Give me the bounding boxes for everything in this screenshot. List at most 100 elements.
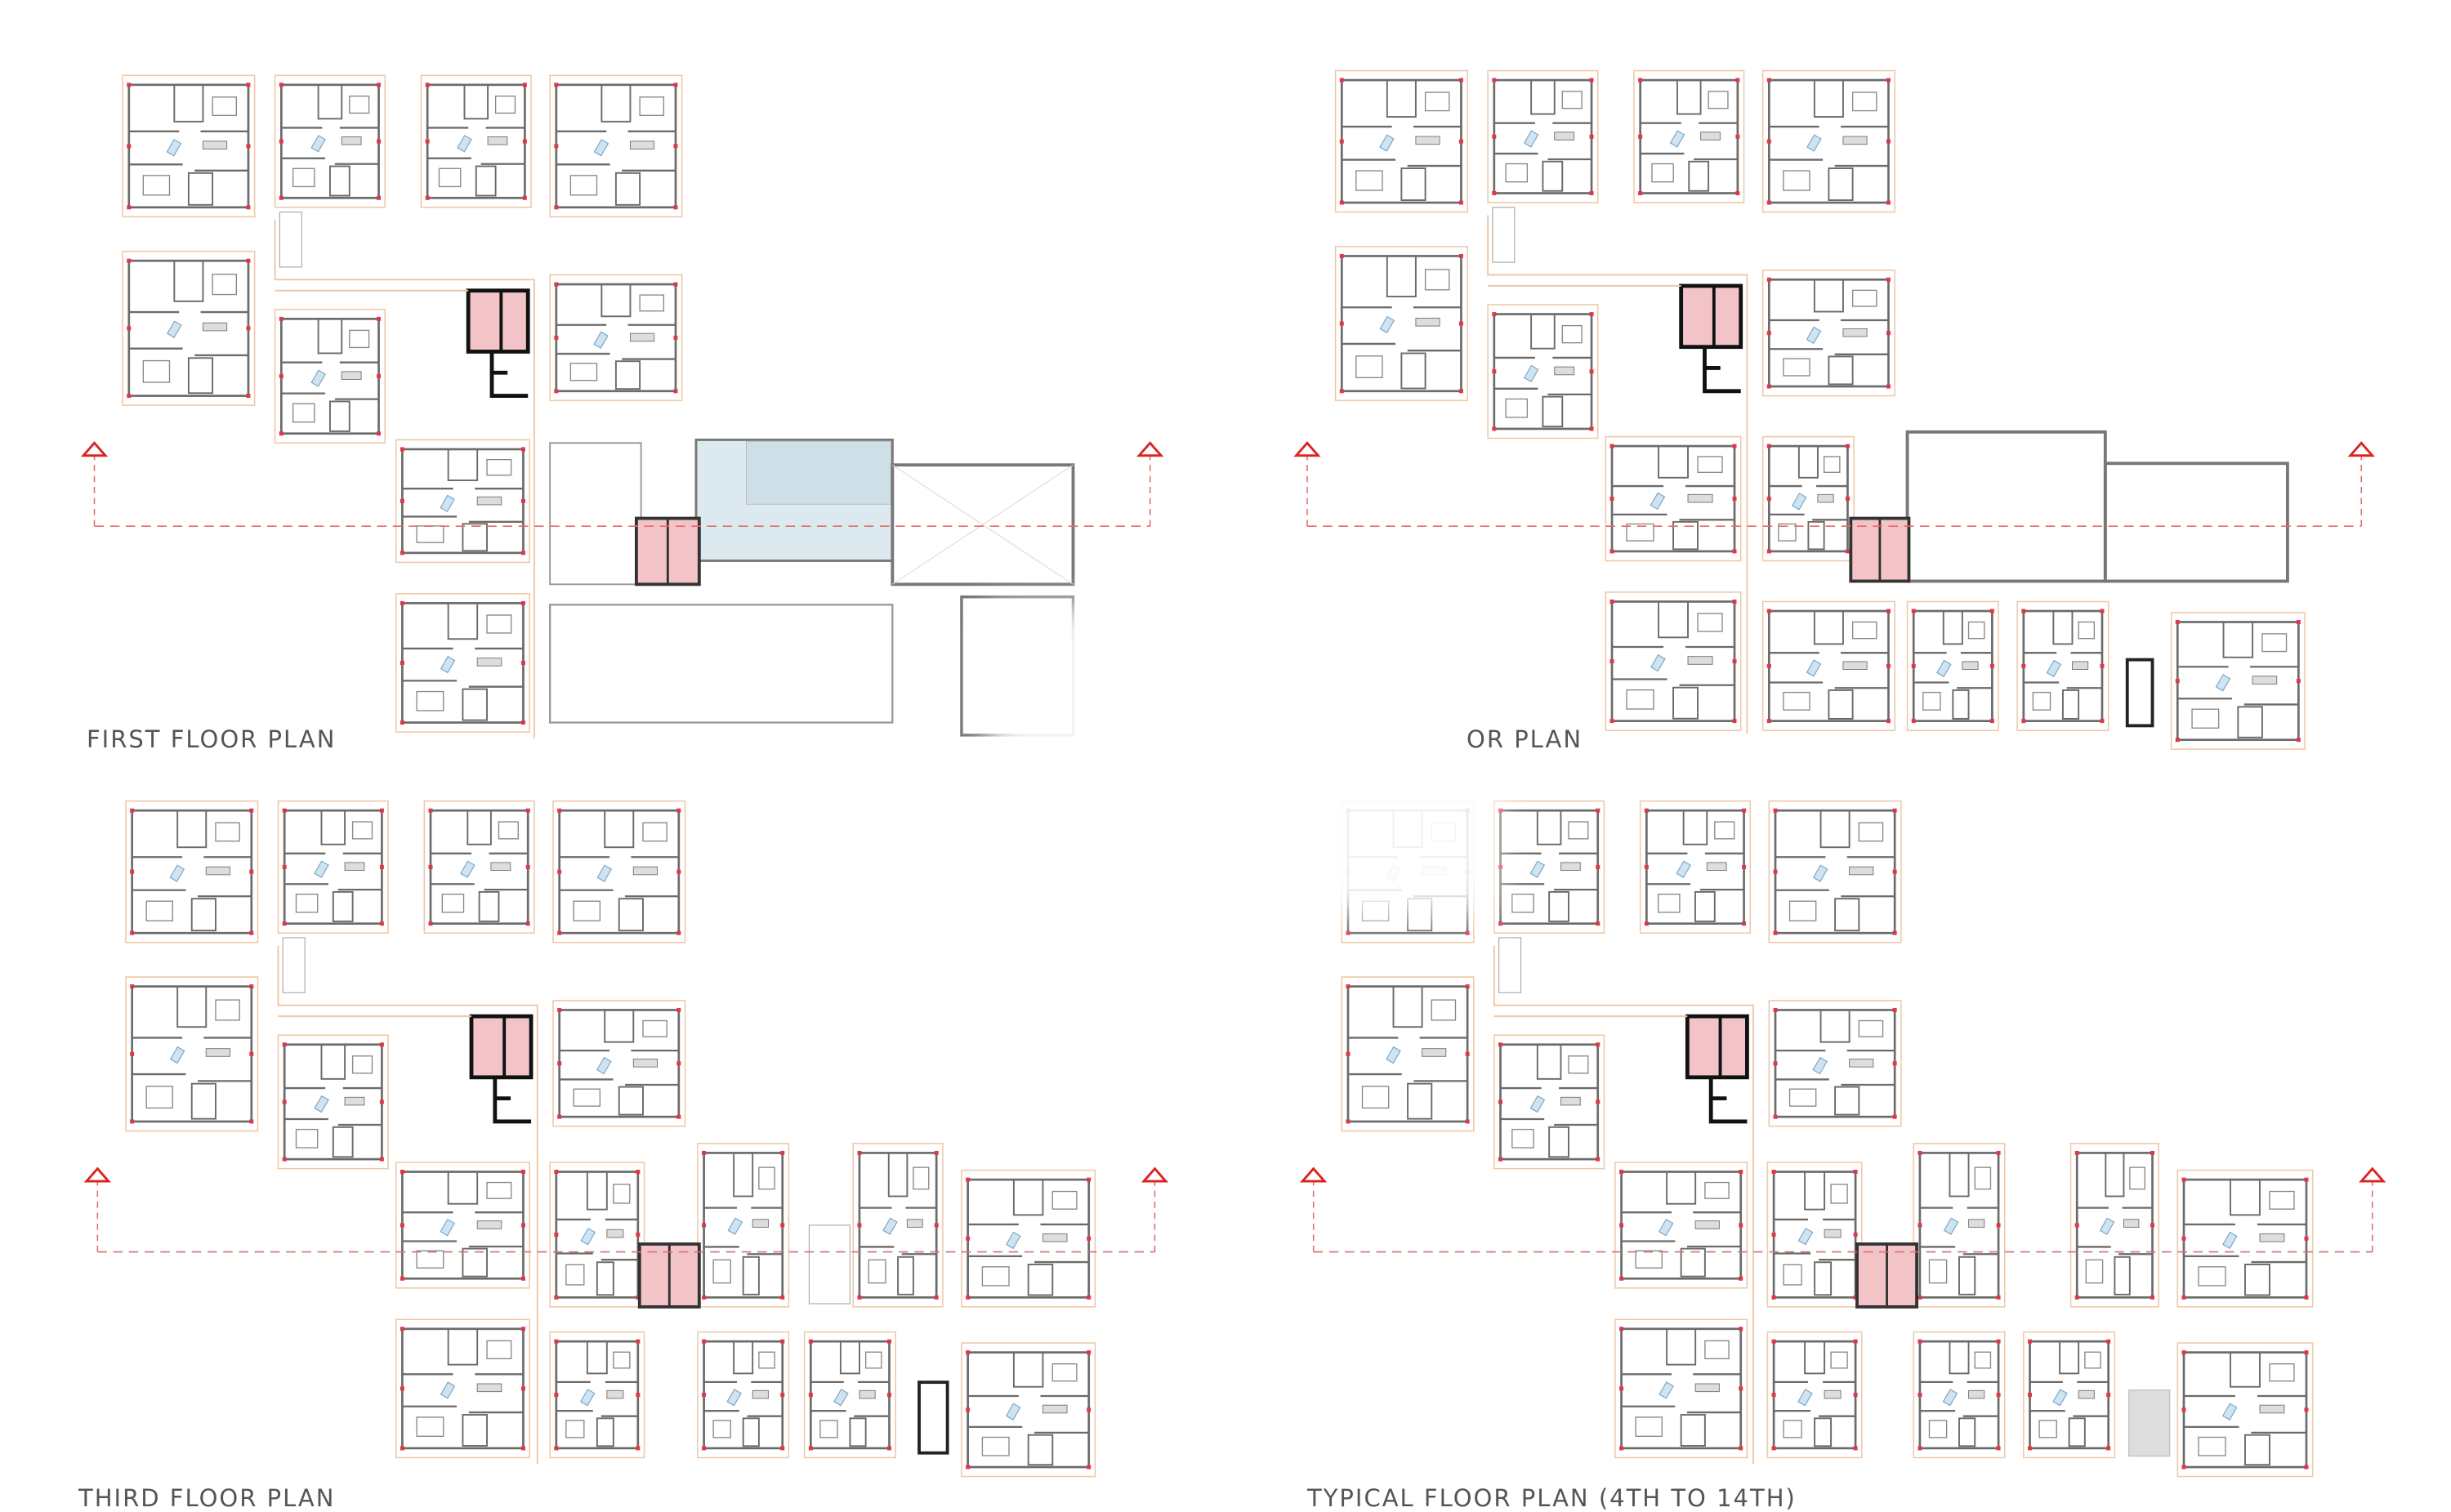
sofa-icon [1687, 656, 1713, 665]
column [1989, 609, 1994, 613]
column [636, 1393, 641, 1398]
bed-icon [1922, 691, 1941, 711]
toilet [462, 688, 488, 721]
column [520, 1169, 525, 1174]
toilet [328, 400, 350, 432]
toilet [1400, 167, 1426, 202]
bed-icon [142, 359, 171, 383]
toilet [463, 83, 489, 120]
column [379, 1042, 384, 1047]
apartment-unit [125, 976, 259, 1132]
apartment-unit [274, 309, 386, 444]
toilet [1392, 985, 1423, 1028]
bed-icon [2084, 1351, 2101, 1369]
toilet [190, 1082, 217, 1120]
column [857, 1150, 862, 1155]
column [1087, 1465, 1092, 1470]
column [522, 83, 527, 87]
column [1886, 384, 1891, 389]
toilet [1694, 890, 1716, 922]
bed-icon [351, 821, 373, 840]
column [246, 258, 251, 263]
toilet [586, 1171, 608, 1211]
apartment-unit [1614, 1318, 1748, 1459]
column [425, 195, 430, 200]
column [1458, 200, 1463, 205]
column [428, 864, 433, 869]
column [1853, 1295, 1858, 1300]
column [1732, 599, 1737, 604]
column [966, 1295, 971, 1300]
column [2181, 1350, 2186, 1355]
sofa-icon [2123, 1219, 2140, 1228]
column [1596, 808, 1601, 813]
column [1339, 321, 1344, 326]
column [1739, 1223, 1743, 1228]
column [2175, 679, 2180, 684]
column [2304, 1236, 2309, 1241]
column [1771, 1339, 1776, 1344]
column [554, 335, 559, 340]
staircase-core [493, 1077, 532, 1124]
toilet [190, 898, 217, 932]
column [1619, 1276, 1624, 1281]
column [1886, 331, 1891, 336]
column [1853, 1446, 1858, 1451]
column [1892, 930, 1897, 935]
column [554, 1339, 559, 1344]
column [1346, 1119, 1351, 1124]
table-icon [2215, 674, 2231, 692]
toilet [187, 357, 214, 395]
column [1589, 369, 1594, 374]
toilet [1012, 1351, 1044, 1388]
column [379, 921, 384, 926]
column [636, 1232, 641, 1237]
column [1773, 869, 1778, 874]
bed-icon [1783, 358, 1810, 377]
toilet [1027, 1263, 1054, 1296]
column [279, 316, 283, 321]
column [525, 921, 530, 926]
table-icon [1650, 492, 1666, 511]
column [557, 1061, 562, 1066]
toilet [320, 810, 346, 845]
column [1742, 921, 1747, 926]
toilet [733, 1340, 754, 1375]
toilet [462, 1414, 488, 1447]
bed-icon [639, 96, 665, 117]
section-arrow-icon [1293, 441, 1321, 457]
column [127, 205, 132, 210]
column [780, 1446, 785, 1451]
column [1892, 1007, 1897, 1012]
column [673, 335, 678, 340]
apartment-unit [395, 593, 530, 733]
column [1458, 139, 1463, 144]
toilet [1400, 352, 1426, 390]
sofa-icon [1422, 1048, 1447, 1057]
watermark [989, 604, 1495, 915]
column [130, 1119, 135, 1124]
bed-icon [486, 1340, 512, 1359]
column [520, 720, 525, 725]
sofa-icon [205, 866, 230, 876]
column [1609, 549, 1614, 554]
toilet [462, 523, 488, 552]
column [1346, 1051, 1351, 1056]
column [673, 83, 678, 87]
bed-icon [981, 1436, 1010, 1456]
sofa-icon [1554, 366, 1575, 376]
column [1644, 808, 1649, 813]
column [2074, 1223, 2079, 1228]
column [130, 869, 135, 874]
toilet [1672, 520, 1699, 551]
sofa-icon [752, 1389, 769, 1399]
table-icon [1379, 134, 1395, 152]
bed-icon [913, 1166, 930, 1190]
column [1732, 719, 1737, 724]
column [400, 1169, 404, 1174]
typical-floor-plan-title: TYPICAL FLOOR PLAN (4TH TO 14TH) [1307, 1484, 1797, 1512]
table-icon [2221, 1403, 2238, 1421]
table-icon [1806, 659, 1822, 677]
bed-icon [2198, 1266, 2226, 1287]
column [2074, 1295, 2079, 1300]
